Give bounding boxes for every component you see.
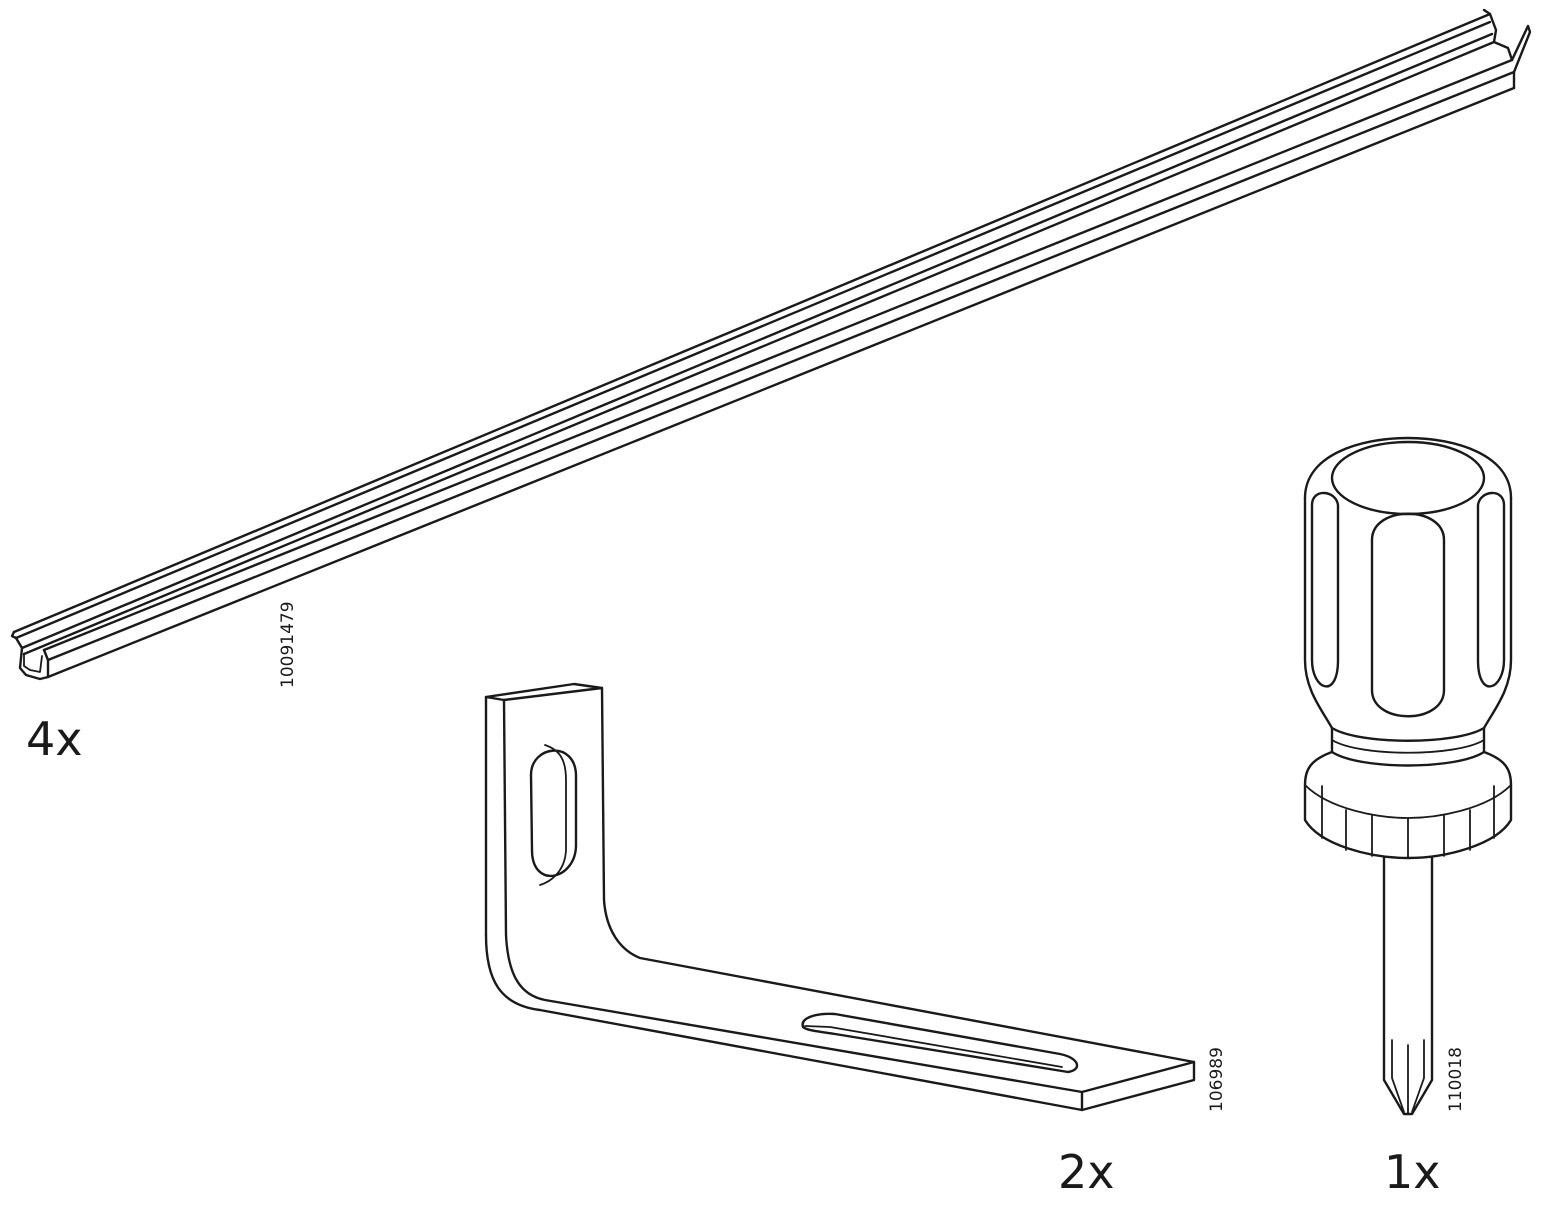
rail-part-number: 10091479 xyxy=(278,601,298,688)
rail-quantity: 4x xyxy=(26,712,83,766)
bracket-part-number: 106989 xyxy=(1207,1047,1227,1112)
angle-bracket-icon xyxy=(484,682,1196,1112)
screwdriver-icon xyxy=(1303,436,1513,1116)
screwdriver-part-number: 110018 xyxy=(1446,1047,1466,1112)
bracket-quantity: 2x xyxy=(1058,1145,1115,1199)
screwdriver-quantity: 1x xyxy=(1384,1145,1441,1199)
rail-icon xyxy=(10,8,1532,681)
